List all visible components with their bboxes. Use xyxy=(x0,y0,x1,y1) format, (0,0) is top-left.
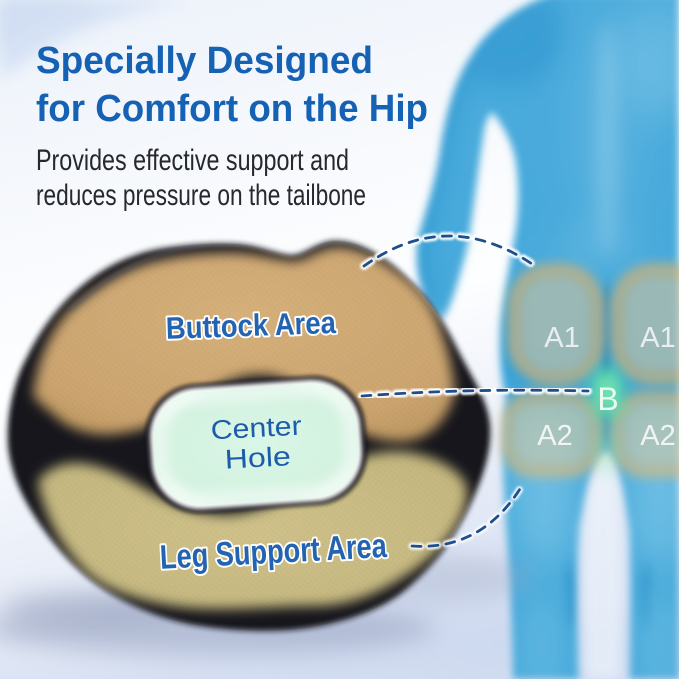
svg-text:Hole: Hole xyxy=(224,441,291,474)
svg-text:for Comfort on the Hip: for Comfort on the Hip xyxy=(36,88,428,130)
svg-text:A1: A1 xyxy=(640,322,675,354)
svg-text:reduces pressure on the tailbo: reduces pressure on the tailbone xyxy=(36,179,366,212)
svg-text:Specially Designed: Specially Designed xyxy=(36,40,373,82)
svg-text:Provides effective support and: Provides effective support and xyxy=(36,144,349,177)
svg-text:Center: Center xyxy=(210,411,302,446)
svg-text:B: B xyxy=(597,381,618,417)
svg-text:Buttock Area: Buttock Area xyxy=(165,305,337,346)
svg-text:A2: A2 xyxy=(640,420,675,452)
svg-text:A1: A1 xyxy=(544,322,579,354)
svg-text:A2: A2 xyxy=(537,420,572,452)
